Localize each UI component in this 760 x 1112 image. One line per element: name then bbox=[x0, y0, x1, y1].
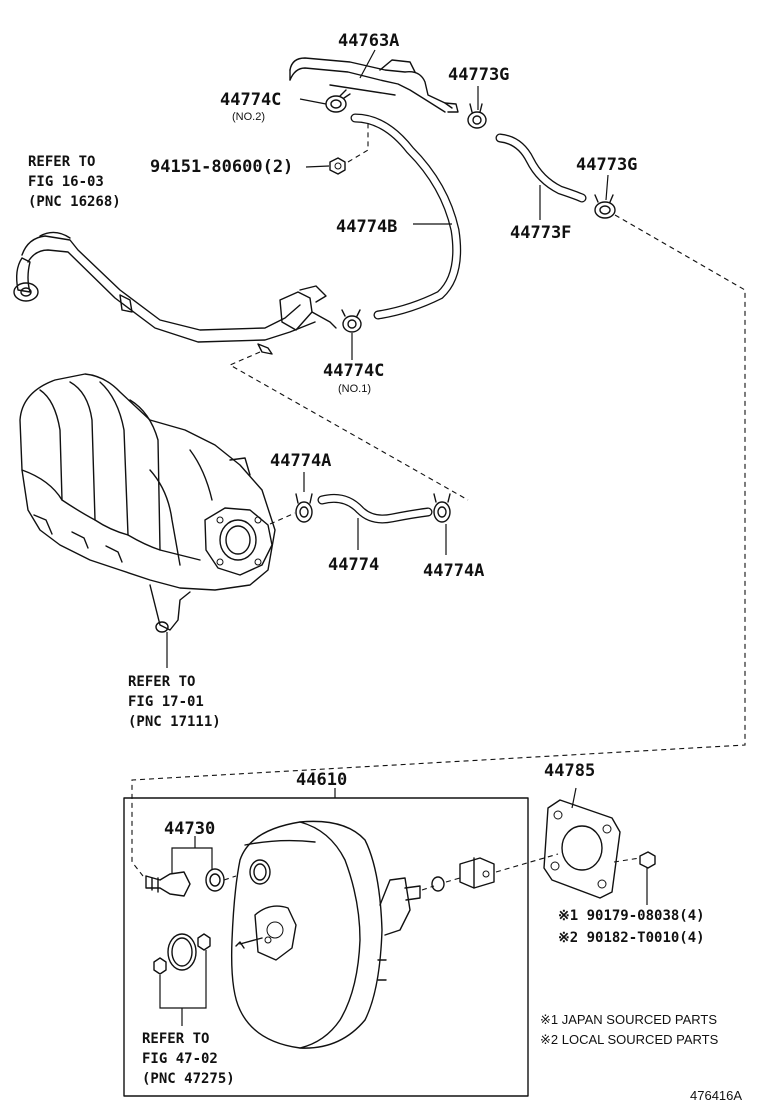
brake-booster-44610 bbox=[231, 820, 421, 1049]
dash-gasket-nut bbox=[613, 857, 641, 863]
label-90182: ※2 90182-T0010(4) bbox=[558, 930, 705, 946]
hose-44774 bbox=[317, 493, 433, 524]
label-44774: 44774 bbox=[328, 555, 379, 575]
nut-94151 bbox=[329, 157, 346, 175]
label-44773g-top: 44773G bbox=[448, 65, 509, 85]
clamp-44773g-top bbox=[467, 103, 487, 129]
ref-fig17-line2: FIG 17-01 bbox=[128, 694, 204, 710]
label-90179: ※1 90179-08038(4) bbox=[558, 908, 705, 924]
label-44610: 44610 bbox=[296, 770, 347, 790]
label-44785: 44785 bbox=[544, 761, 595, 781]
ref-fig47-line2: FIG 47-02 bbox=[142, 1051, 218, 1067]
leader-44774c-no2 bbox=[299, 98, 327, 105]
bushing bbox=[431, 876, 445, 892]
leader-fig47 bbox=[159, 950, 207, 1009]
dash-main-route bbox=[131, 214, 746, 877]
ref-fig47-line1: REFER TO bbox=[142, 1031, 209, 1047]
clamp-44774c-no1 bbox=[341, 309, 362, 333]
label-44773f: 44773F bbox=[510, 223, 571, 243]
intake-manifold bbox=[19, 373, 276, 633]
gasket-44785 bbox=[543, 799, 621, 899]
booster-box bbox=[123, 797, 529, 1097]
label-no1: (NO.1) bbox=[338, 383, 371, 395]
note-japan: ※1 JAPAN SOURCED PARTS bbox=[540, 1012, 717, 1027]
ref-fig16-line1: REFER TO bbox=[28, 154, 95, 170]
leader-94151 bbox=[305, 165, 330, 168]
clamp-44774a-right bbox=[433, 493, 451, 523]
leader-44785 bbox=[571, 787, 577, 809]
diagram-id: 476416A bbox=[690, 1088, 742, 1103]
clamp-44774a-left bbox=[295, 493, 313, 523]
leader-44730 bbox=[171, 847, 213, 873]
dash-intake-to-manifold bbox=[228, 351, 469, 501]
label-94151: 94151-80600(2) bbox=[150, 157, 293, 177]
vacuum-pipe-44763a bbox=[289, 57, 459, 113]
dash-bushing bbox=[445, 877, 461, 883]
ref-fig47-line3: (PNC 47275) bbox=[142, 1071, 235, 1087]
ref-fig17-line1: REFER TO bbox=[128, 674, 195, 690]
intake-pipe-assembly bbox=[13, 231, 337, 355]
oring-and-studs bbox=[153, 933, 211, 975]
label-44774b: 44774B bbox=[336, 217, 397, 237]
label-44773g-mid: 44773G bbox=[576, 155, 637, 175]
clamp-44773g-mid bbox=[594, 194, 616, 219]
label-44774c-no2: 44774C bbox=[220, 90, 281, 110]
ref-fig16-line3: (PNC 16268) bbox=[28, 194, 121, 210]
clamp-44774c-no2 bbox=[325, 89, 351, 113]
leader-44763a bbox=[359, 49, 376, 79]
dash-94151 bbox=[347, 122, 369, 163]
ref-fig16-line2: FIG 16-03 bbox=[28, 174, 104, 190]
label-44774a-right: 44774A bbox=[423, 561, 484, 581]
label-44763a: 44763A bbox=[338, 31, 399, 51]
ref-fig17-line3: (PNC 17111) bbox=[128, 714, 221, 730]
dash-valve bbox=[223, 875, 237, 881]
label-44774c-no1: 44774C bbox=[323, 361, 384, 381]
dash-manifold-to-clamp bbox=[269, 512, 296, 525]
clevis bbox=[459, 857, 495, 889]
hose-44773f bbox=[495, 133, 587, 203]
dash-clevis-gasket bbox=[495, 853, 559, 873]
label-no2: (NO.2) bbox=[232, 111, 265, 123]
label-44730: 44730 bbox=[164, 819, 215, 839]
check-valve-44730 bbox=[145, 868, 225, 897]
hose-44774b bbox=[350, 113, 462, 320]
note-local: ※2 LOCAL SOURCED PARTS bbox=[540, 1032, 719, 1047]
nut-90179 bbox=[639, 851, 656, 869]
label-44774a-left: 44774A bbox=[270, 451, 331, 471]
leader-44773g-mid bbox=[605, 174, 609, 201]
